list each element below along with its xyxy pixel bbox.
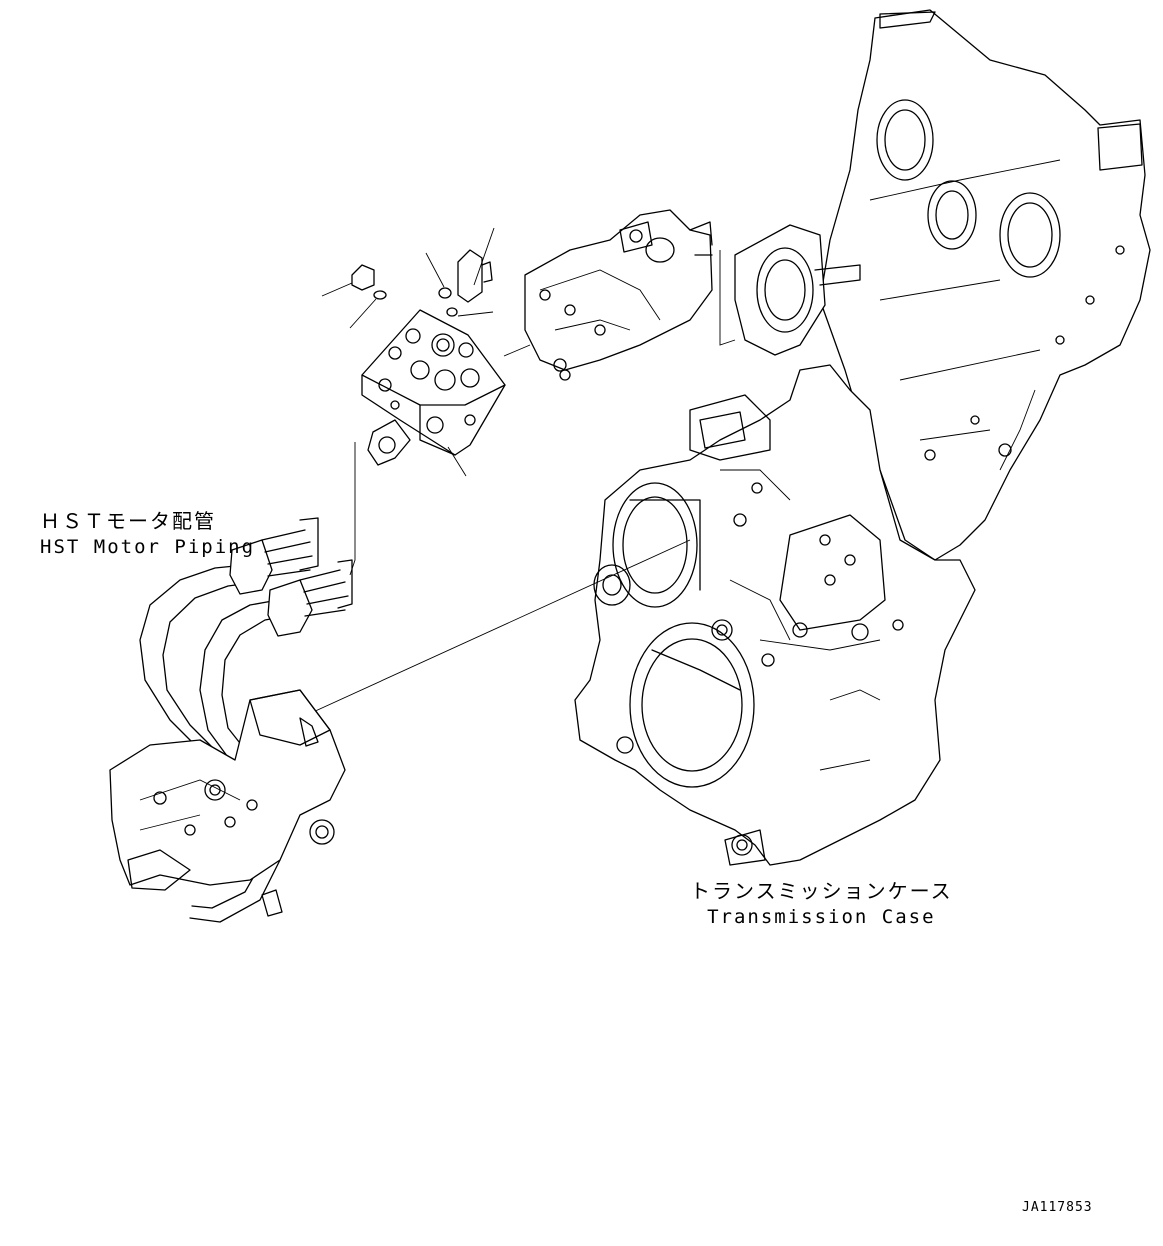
transmission-case-rear-housing xyxy=(819,9,1151,561)
valve-block xyxy=(349,309,506,576)
hst-motor-piping-label-en: HST Motor Piping xyxy=(40,536,256,558)
transmission-case-label: トランスミッションケース Transmission Case xyxy=(690,878,953,930)
transmission-case-front-housing xyxy=(574,364,976,866)
hst-motor xyxy=(524,209,713,381)
transmission-case-label-en: Transmission Case xyxy=(707,906,936,928)
exploded-fittings xyxy=(299,227,736,719)
transmission-flange-ring xyxy=(734,224,861,356)
hst-motor-piping-label: ＨＳＴモータ配管 HST Motor Piping xyxy=(40,508,255,560)
hst-motor-piping xyxy=(109,517,353,923)
hst-motor-piping-label-jp: ＨＳＴモータ配管 xyxy=(40,509,216,533)
drawing-code: JA117853 xyxy=(1022,1200,1093,1215)
transmission-case-label-jp: トランスミッションケース xyxy=(690,879,953,903)
